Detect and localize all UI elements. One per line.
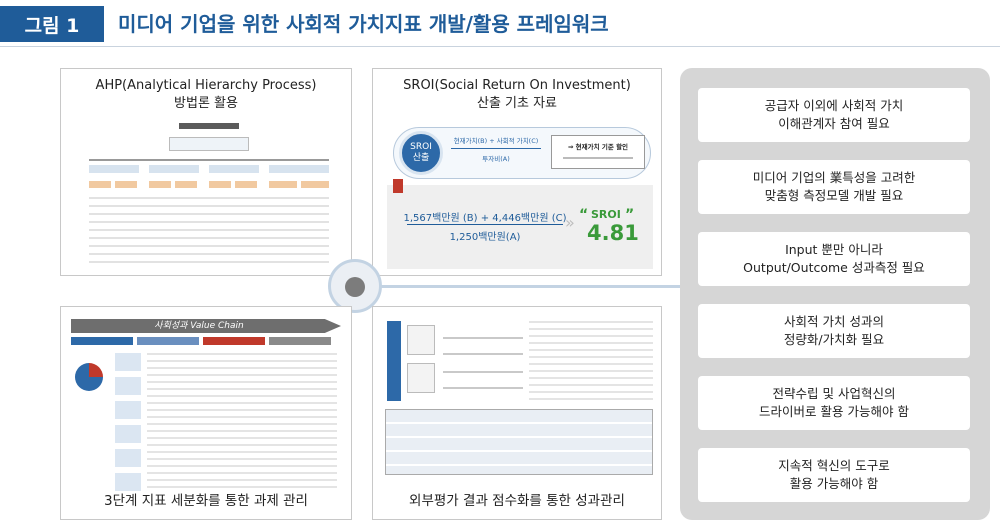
center-connector-horizontal <box>352 285 680 288</box>
ahp-hierarchy-thumbnail <box>69 123 345 269</box>
sroi-note-title: ⇒ 현재가치 기준 할인 <box>567 143 629 151</box>
center-hub-dot <box>345 277 365 297</box>
sroi-title-line1: SROI(Social Return On Investment) <box>403 78 631 93</box>
value-chain-panel: 사회성과 Value Chain 3단계 지표 세분화를 통한 과제 관리 <box>60 306 352 520</box>
sroi-quote-close-icon: ” <box>625 207 635 223</box>
ahp-panel: AHP(Analytical Hierarchy Process) 방법론 활용 <box>60 68 352 276</box>
requirement-item: 전략수립 및 사업혁신의 드라이버로 활용 가능해야 함 <box>698 376 970 430</box>
requirements-column: 공급자 이외에 사회적 가치 이해관계자 참여 필요 미디어 기업의 業특성을 … <box>680 68 990 520</box>
ahp-top-box <box>179 123 239 129</box>
requirement-item: 사회적 가치 성과의 정량화/가치화 필요 <box>698 304 970 358</box>
requirement-item: 공급자 이외에 사회적 가치 이해관계자 참여 필요 <box>698 88 970 142</box>
sroi-note-box <box>551 135 645 169</box>
ahp-goal-box <box>169 137 249 151</box>
sroi-title-line2: 산출 기초 자료 <box>476 96 558 111</box>
figure-title: 미디어 기업을 위한 사회적 가치지표 개발/활용 프레임워크 <box>118 12 609 36</box>
sroi-result-label: SROI <box>591 208 621 221</box>
ahp-title-line2: 방법론 활용 <box>174 96 238 111</box>
evaluation-caption: 외부평가 결과 점수화를 통한 성과관리 <box>409 493 625 509</box>
requirement-item: 미디어 기업의 業특성을 고려한 맞춤형 측정모델 개발 필요 <box>698 160 970 214</box>
sroi-result-numerator: 1,567백만원 (B) + 4,446백만원 (C) <box>403 213 567 224</box>
evaluation-side-label <box>387 321 401 401</box>
sroi-quote-open-icon: “ <box>579 207 589 223</box>
sroi-result-denominator: 1,250백만원(A) <box>449 232 521 243</box>
sroi-panel: SROI(Social Return On Investment) 산출 기초 … <box>372 68 662 276</box>
sroi-formula-bottom: 투자비(A) <box>482 155 510 163</box>
value-chain-caption: 3단계 지표 세분화를 통한 과제 관리 <box>104 493 308 509</box>
sroi-red-tag <box>393 179 403 193</box>
sroi-arrow-icon: » <box>565 213 575 232</box>
requirement-item: 지속적 혁신의 도구로 활용 가능해야 함 <box>698 448 970 502</box>
evaluation-table <box>385 409 653 475</box>
sroi-result-value: 4.81 <box>587 221 639 245</box>
value-chain-arrow <box>71 319 341 333</box>
ahp-title-line1: AHP(Analytical Hierarchy Process) <box>95 78 317 93</box>
figure-number-badge: 그림 1 <box>0 6 104 42</box>
sroi-result-area <box>387 185 653 269</box>
value-chain-pie-icon <box>75 363 103 391</box>
sroi-circle: SROI 산출 <box>399 131 443 175</box>
title-divider <box>0 46 1000 47</box>
value-chain-header: 사회성과 Value Chain <box>154 321 244 331</box>
requirement-item: Input 뿐만 아니라 Output/Outcome 성과측정 필요 <box>698 232 970 286</box>
evaluation-panel: 외부평가 결과 점수화를 통한 성과관리 <box>372 306 662 520</box>
sroi-formula-top: 현재가치(B) + 사회적 가치(C) <box>453 137 539 145</box>
